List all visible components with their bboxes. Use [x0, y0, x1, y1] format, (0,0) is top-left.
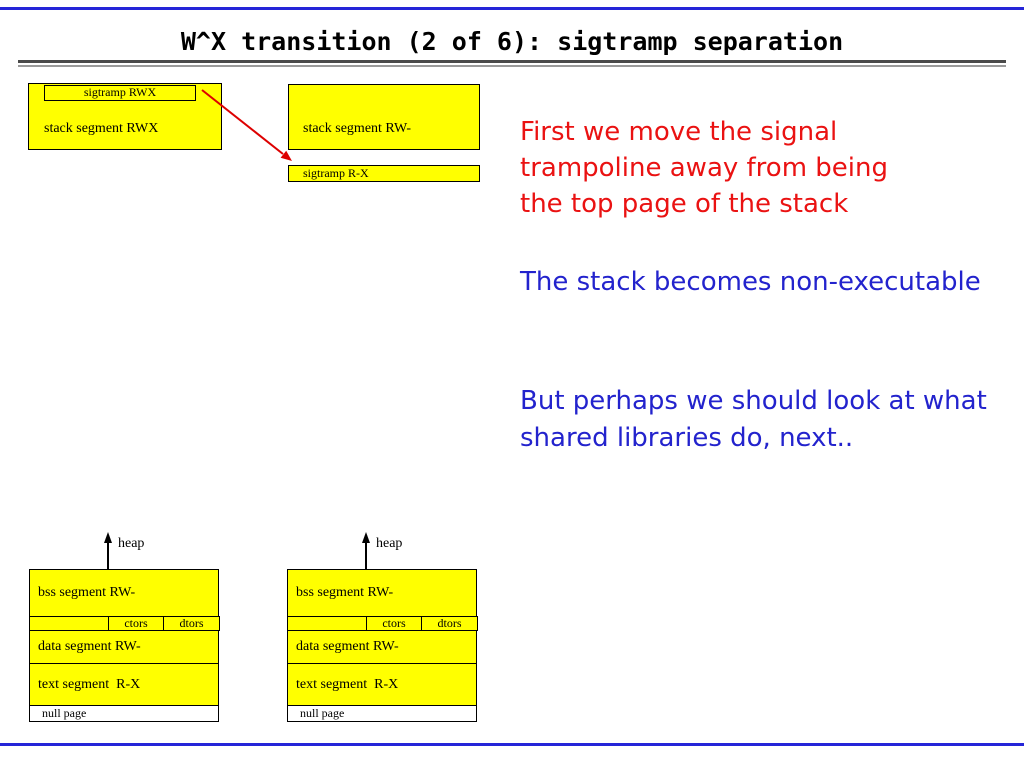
heap-arrow	[104, 532, 112, 571]
text-segment-box: text segment R-X	[287, 663, 477, 706]
memory-layout-2: heap bss segment RW- ctors dtors data se…	[287, 531, 479, 731]
text-segment-label: text segment R-X	[38, 676, 141, 692]
data-segment-label: data segment RW-	[296, 639, 399, 654]
ctors-dtors-strip: ctors dtors	[287, 616, 478, 631]
dtors-box: dtors	[163, 616, 220, 631]
null-page-box: null page	[29, 705, 219, 722]
segment-column: bss segment RW- ctors dtors data segment…	[29, 569, 220, 722]
bss-segment-label: bss segment RW-	[296, 585, 394, 600]
null-page-label: null page	[300, 706, 345, 720]
bss-segment-label: bss segment RW-	[38, 585, 136, 600]
sigtramp-rx-box: sigtramp R-X	[288, 165, 480, 182]
memory-layout-1: heap bss segment RW- ctors dtors data se…	[29, 531, 221, 731]
data-segment-label: data segment RW-	[38, 639, 141, 654]
text-segment-box: text segment R-X	[29, 663, 219, 706]
sigtramp-move-arrow	[201, 89, 292, 161]
heap-arrow	[362, 532, 370, 571]
red-note: First we move the signal trampoline away…	[520, 114, 888, 222]
blue-note-1: The stack becomes non-executable	[520, 267, 981, 297]
ctors-box: ctors	[366, 616, 422, 631]
title-separator	[18, 60, 1006, 67]
stack-rw-box: stack segment RW-	[288, 84, 480, 150]
ctors-dtors-strip: ctors dtors	[29, 616, 220, 631]
bss-segment-box: bss segment RW-	[287, 569, 477, 617]
bottom-border-line	[0, 743, 1024, 746]
null-page-box: null page	[287, 705, 477, 722]
blue-note-line: shared libraries do, next..	[520, 423, 854, 453]
top-border-line	[0, 7, 1024, 10]
segment-column: bss segment RW- ctors dtors data segment…	[287, 569, 478, 722]
bss-segment-box: bss segment RW-	[29, 569, 219, 617]
text-segment-label: text segment R-X	[296, 676, 399, 692]
null-page-label: null page	[42, 706, 87, 720]
red-note-line: trampoline away from being	[520, 153, 888, 183]
heap-label: heap	[118, 536, 145, 551]
ctors-box: ctors	[108, 616, 164, 631]
data-segment-box: data segment RW-	[29, 630, 219, 664]
dtors-box: dtors	[421, 616, 478, 631]
red-note-line: First we move the signal	[520, 117, 838, 147]
data-segment-box: data segment RW-	[287, 630, 477, 664]
stack-rw-label: stack segment RW-	[303, 121, 412, 136]
heap-label: heap	[376, 536, 403, 551]
slide-title: W^X transition (2 of 6): sigtramp separa…	[180, 27, 844, 56]
red-note-line: the top page of the stack	[520, 189, 849, 219]
blue-note-2: But perhaps we should look at what share…	[520, 383, 987, 457]
stack-rwx-label: stack segment RWX	[44, 121, 159, 136]
sigtramp-rwx-box: sigtramp RWX	[44, 85, 196, 101]
blue-note-line: But perhaps we should look at what	[520, 386, 987, 416]
